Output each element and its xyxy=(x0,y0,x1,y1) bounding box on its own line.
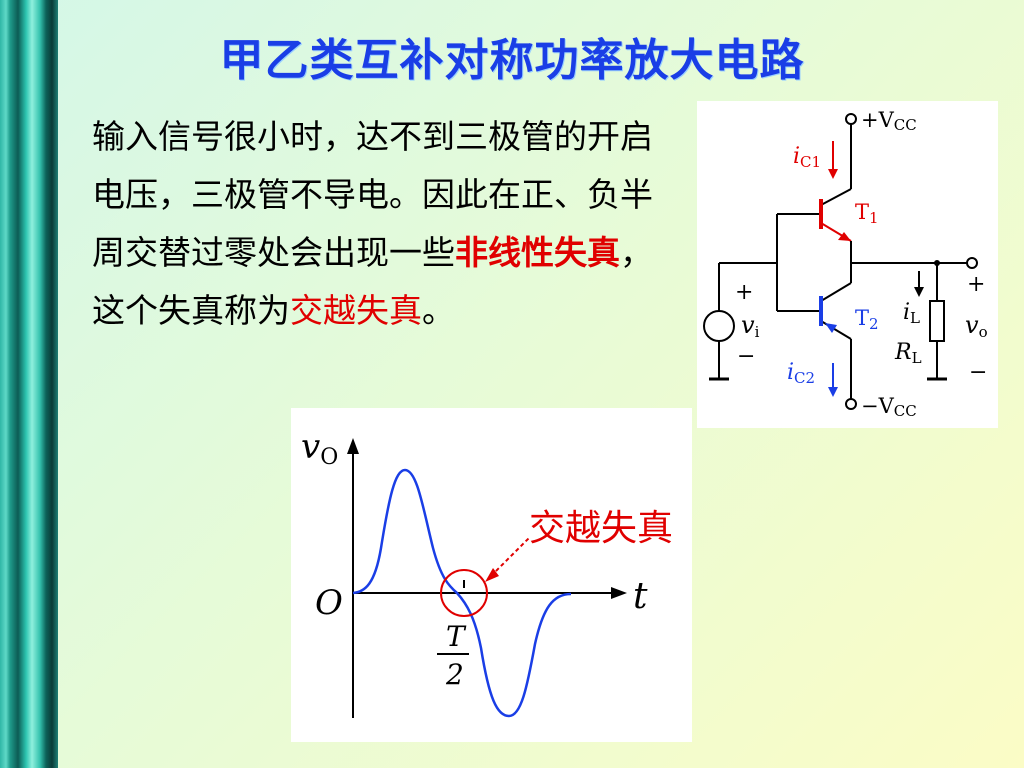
input-minus-sign: − xyxy=(737,344,755,369)
output-waveform xyxy=(352,468,572,718)
t1-emitter-arrow xyxy=(838,232,851,241)
paragraph-text-3: 。 xyxy=(422,291,455,330)
left-decorative-bar xyxy=(0,0,58,768)
origin-label: O xyxy=(315,583,343,623)
ic2-label: iC2 xyxy=(787,360,815,387)
paragraph-text-1: 输入信号很小时，达不到三极管的开启电压，三极管不导电。因此在正、负半周交替过零处… xyxy=(92,117,653,272)
body-paragraph: 输入信号很小时，达不到三极管的开启电压，三极管不导电。因此在正、负半周交替过零处… xyxy=(92,108,672,340)
waveform-panel: vO t O T 2 交越失真 xyxy=(291,408,692,742)
t1-label: T1 xyxy=(855,200,879,227)
output-terminal xyxy=(966,257,978,269)
waveform-diagram: vO t O T 2 交越失真 xyxy=(301,427,673,718)
t2-label: T2 xyxy=(855,306,879,333)
vo-axis-label: vO xyxy=(301,427,338,470)
circuit-diagram: +VCC −VCC iC1 iC2 T1 T2 iL RL vi vo + − … xyxy=(703,108,988,420)
ic1-label: iC1 xyxy=(793,144,821,171)
output-minus-sign: − xyxy=(969,360,987,385)
vcc-neg-label: −VCC xyxy=(861,394,917,420)
crossover-annotation: 交越失真 xyxy=(529,508,673,549)
input-plus-sign: + xyxy=(735,280,753,305)
highlight-crossover-distortion: 交越失真 xyxy=(290,291,422,330)
t2-emitter-arrow xyxy=(825,323,837,333)
load-resistor xyxy=(929,300,945,342)
il-label: iL xyxy=(903,300,920,327)
vi-label: vi xyxy=(741,311,760,341)
annotation-pointer xyxy=(490,537,530,577)
paragraph-text-2: ，这个失真称为 xyxy=(92,233,653,330)
vo-label: vo xyxy=(965,311,988,341)
input-source xyxy=(703,310,735,342)
t-axis-label: t xyxy=(633,576,648,617)
rl-label: RL xyxy=(894,340,922,367)
vcc-pos-terminal xyxy=(845,113,857,125)
slide-title: 甲乙类互补对称功率放大电路 xyxy=(219,35,805,86)
half-period-numerator: T xyxy=(446,620,467,653)
output-plus-sign: + xyxy=(967,272,985,297)
x-axis-arrow xyxy=(611,587,627,599)
circuit-diagram-panel: +VCC −VCC iC1 iC2 T1 T2 iL RL vi vo + − … xyxy=(697,101,998,428)
vcc-neg-terminal xyxy=(845,398,857,410)
highlight-nonlinear-distortion: 非线性失真 xyxy=(455,233,620,272)
crossover-highlight-circle xyxy=(440,569,488,617)
vcc-pos-label: +VCC xyxy=(861,108,917,134)
y-axis-arrow xyxy=(347,438,359,454)
half-period-denominator: 2 xyxy=(445,658,464,691)
